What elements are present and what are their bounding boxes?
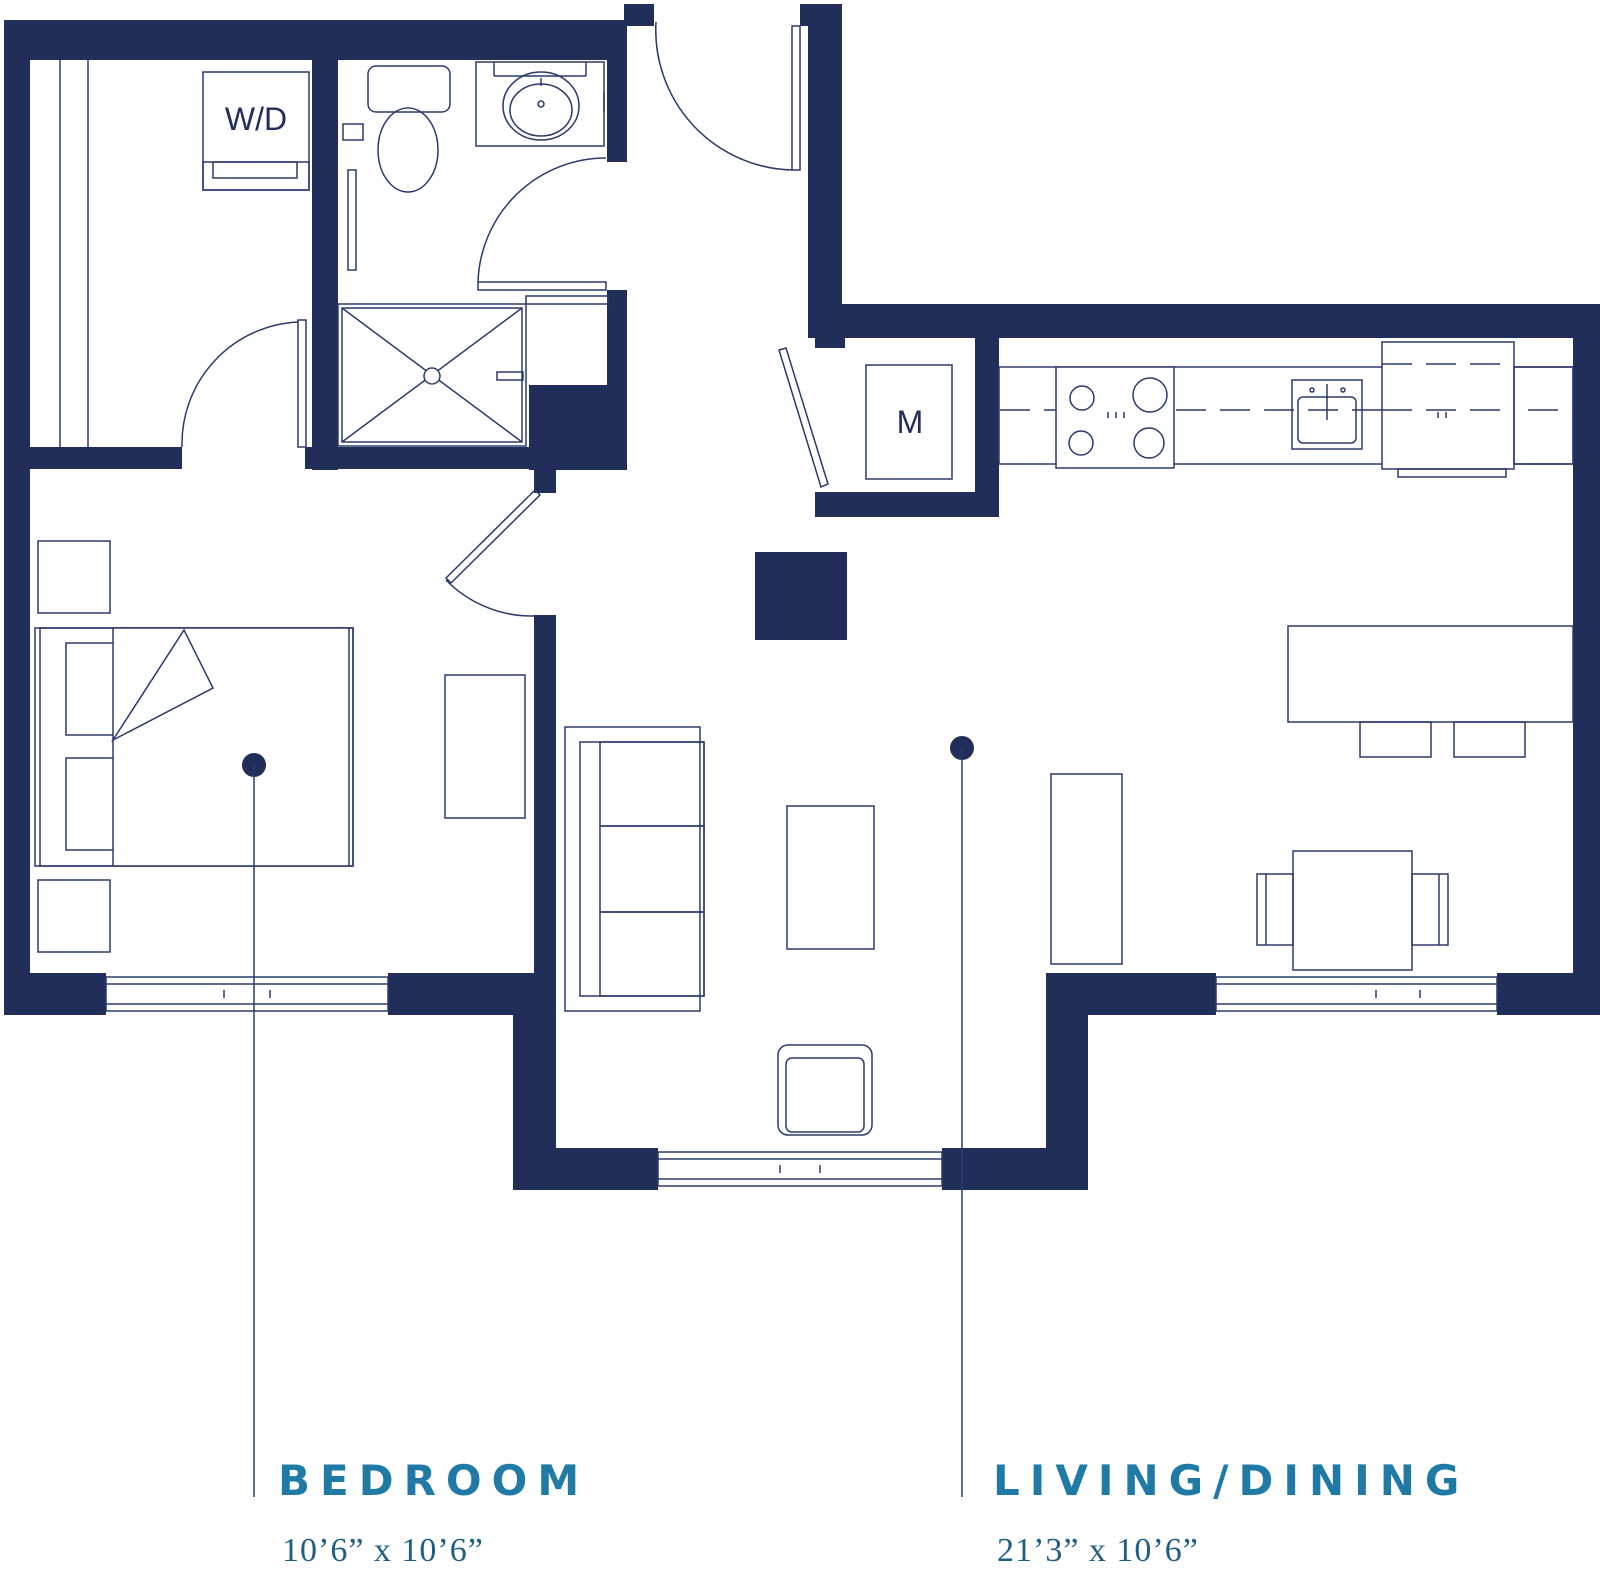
bedroom-marker — [242, 753, 266, 1497]
dining-table — [1292, 850, 1413, 971]
wall-bath-right-upper — [607, 20, 627, 162]
dresser — [444, 674, 526, 819]
closet-shelving — [59, 60, 89, 447]
bedroom-dimensions: 10’6” x 10’6” — [282, 1532, 484, 1569]
nightstand-top — [37, 540, 111, 614]
wall-closet-bottom — [4, 447, 182, 469]
coffee-table — [786, 805, 875, 950]
wall-bedroom-right — [534, 615, 556, 1055]
sofa — [564, 726, 705, 1012]
wall-left — [4, 20, 30, 1015]
fixtures — [34, 60, 1574, 1136]
armchair — [777, 1044, 873, 1136]
wall-door-jamb — [624, 4, 654, 26]
mechanical-unit — [865, 364, 953, 480]
toilet-paper-holder — [342, 123, 364, 141]
wall-laundry-bath — [312, 60, 338, 470]
wall-bay-bottom-left — [513, 1148, 658, 1190]
windows — [105, 976, 1498, 1187]
wall-entry-jamb — [800, 4, 820, 26]
bath-sink — [475, 61, 605, 147]
kitchen-sink — [1291, 379, 1363, 450]
wall-bath-corner — [529, 385, 627, 470]
wall-top-left — [4, 20, 626, 60]
walls — [4, 4, 1600, 1190]
nightstand-bottom — [37, 879, 111, 953]
wall-top-right — [808, 304, 1600, 338]
stool-right — [1453, 721, 1526, 758]
shower — [337, 295, 609, 447]
bed — [34, 627, 354, 867]
mechanical-label: M — [897, 404, 924, 440]
living-dining-label: LIVING/DINING — [993, 1456, 1470, 1505]
column — [755, 552, 847, 640]
fridge — [1381, 341, 1515, 478]
bedroom-label: BEDROOM — [278, 1456, 590, 1505]
wall-stub — [534, 469, 556, 493]
stove — [1055, 366, 1175, 469]
wall-entry-right — [808, 4, 842, 334]
window-bedroom — [105, 976, 389, 1012]
living-dining-dimensions: 21’3” x 10’6” — [997, 1532, 1199, 1569]
wall-mech-top-stub — [815, 334, 845, 348]
dining-chair-left — [1256, 873, 1294, 946]
wall-bottom-left — [4, 973, 106, 1015]
dining-chair-right — [1411, 873, 1449, 946]
washer-dryer-label: W/D — [225, 101, 287, 137]
door-bedroom — [444, 488, 542, 617]
toilet — [367, 65, 451, 193]
living-marker — [950, 736, 974, 1497]
counter-end — [1513, 366, 1574, 465]
door-closet — [181, 319, 307, 448]
wall-bottom-right-mid — [1046, 973, 1216, 1015]
stool-left — [1359, 721, 1432, 758]
media-console — [1050, 773, 1123, 965]
door-bathroom — [477, 157, 607, 291]
wall-mech-right — [975, 334, 999, 517]
grab-bar — [347, 169, 357, 271]
window-dining — [1215, 976, 1498, 1012]
doors — [181, 21, 829, 617]
wall-right — [1573, 304, 1600, 1015]
window-bay — [657, 1151, 943, 1187]
door-mechanical — [778, 347, 829, 489]
washer-dryer — [202, 71, 310, 191]
kitchen-island — [1287, 625, 1574, 723]
wall-mech-bottom — [815, 492, 999, 517]
door-entry — [655, 21, 801, 171]
